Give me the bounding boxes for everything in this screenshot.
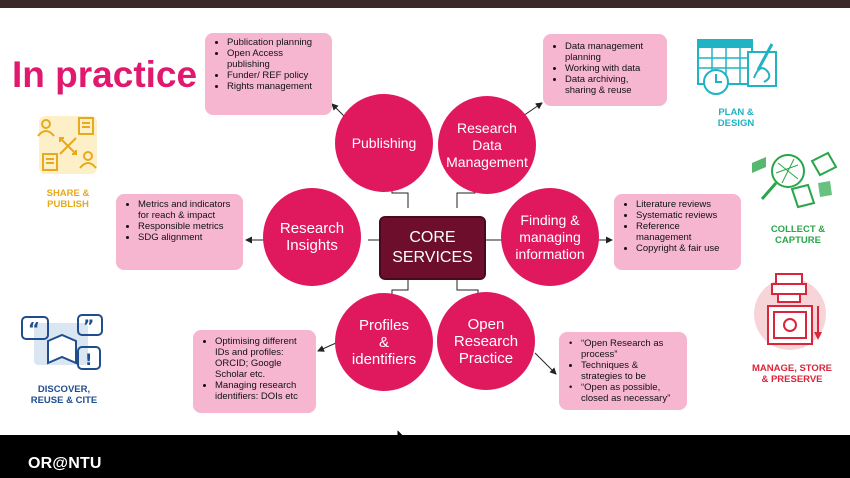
core-services: CORE SERVICES: [379, 216, 486, 280]
rdm-label-line3: Management: [446, 153, 528, 170]
profiles-label-line2: &: [378, 333, 389, 351]
list-item: Publication planning: [227, 37, 326, 48]
list-item: Techniques & strategies to be: [581, 360, 681, 382]
open-label-line1: Open: [467, 315, 505, 333]
svg-text:!: !: [85, 350, 92, 369]
core-label-line1: CORE: [409, 229, 456, 246]
insights-label-line1: Research: [279, 220, 345, 237]
rdm-label-line1: Research: [457, 119, 517, 136]
list-item: Literature reviews: [636, 199, 735, 210]
finding-details: Literature reviews Systematic reviews Re…: [614, 194, 741, 270]
list-item: Metrics and indicators for reach & impac…: [138, 199, 237, 221]
list-item: Systematic reviews: [636, 210, 735, 221]
manage-label-line1: MANAGE, STORE: [751, 363, 833, 374]
discover-label-line2: REUSE & CITE: [30, 395, 98, 406]
core-label-line2: SERVICES: [392, 249, 473, 266]
open-label-line3: Practice: [458, 349, 514, 367]
footer-logo: OR@NTU: [28, 455, 102, 472]
collect-capture-label: COLLECT & CAPTURE: [760, 224, 836, 246]
service-finding-managing-information: Finding & managing information: [501, 188, 599, 286]
slide: In practice Publishing R: [0, 8, 850, 435]
discover-reuse-cite-icon: “ ” !: [20, 313, 106, 373]
list-item: Data archiving, sharing & reuse: [565, 74, 661, 96]
insights-label-line2: Insights: [286, 237, 338, 254]
open-research-details: “Open Research as process” Techniques & …: [559, 332, 687, 410]
list-item: Managing research identifiers: DOIs etc: [215, 380, 310, 402]
list-item: Reference management: [636, 221, 735, 243]
service-research-data-management: Research Data Management: [438, 96, 536, 194]
list-item: Responsible metrics: [138, 221, 237, 232]
service-publishing-label: Publishing: [351, 134, 417, 151]
finding-label-line1: Finding &: [520, 211, 580, 228]
profiles-details: Optimising different IDs and profiles: O…: [193, 330, 316, 413]
svg-text:”: ”: [83, 317, 94, 337]
profiles-label-line1: Profiles: [358, 316, 409, 334]
finding-label-line2: managing: [519, 228, 581, 245]
list-item: “Open as possible, closed as necessary”: [569, 382, 681, 404]
service-research-insights: Research Insights: [263, 188, 361, 286]
plan-label-line2: DESIGN: [717, 118, 755, 129]
publishing-details: Publication planning Open Access publish…: [205, 33, 332, 115]
list-item: Optimising different IDs and profiles: O…: [215, 336, 310, 380]
share-label-line2: PUBLISH: [47, 199, 89, 210]
finding-label-line3: information: [515, 245, 585, 262]
manage-store-preserve-icon: [752, 266, 828, 352]
list-item: Data management planning: [565, 41, 661, 63]
manage-store-preserve-label: MANAGE, STORE & PRESERVE: [744, 363, 840, 385]
share-label-line1: SHARE &: [46, 188, 90, 199]
rdm-details: Data management planning Working with da…: [543, 34, 667, 106]
list-item: Rights management: [227, 81, 326, 92]
collect-label-line1: COLLECT &: [770, 224, 826, 235]
list-item: Working with data: [565, 63, 661, 74]
discover-label-line1: DISCOVER,: [37, 384, 91, 395]
plan-design-icon: [694, 34, 790, 100]
window-top-bar: [0, 0, 850, 8]
plan-design-label: PLAN & DESIGN: [708, 107, 764, 129]
service-publishing: Publishing: [335, 94, 433, 192]
list-item: SDG alignment: [138, 232, 237, 243]
rdm-label-line2: Data: [472, 136, 502, 153]
service-profiles-identifiers: Profiles & identifiers: [335, 293, 433, 391]
insights-details: Metrics and indicators for reach & impac…: [116, 194, 243, 270]
share-publish-label: SHARE & PUBLISH: [40, 188, 96, 210]
collect-capture-icon: [748, 143, 840, 213]
collect-label-line2: CAPTURE: [775, 235, 821, 246]
mouse-cursor-icon: [396, 428, 404, 435]
discover-reuse-cite-label: DISCOVER, REUSE & CITE: [22, 384, 106, 406]
list-item: Copyright & fair use: [636, 243, 735, 254]
manage-label-line2: & PRESERVE: [761, 374, 823, 385]
list-item: Open Access publishing: [227, 48, 326, 70]
service-open-research-practice: Open Research Practice: [437, 292, 535, 390]
list-item: Funder/ REF policy: [227, 70, 326, 81]
svg-text:“: “: [28, 319, 40, 340]
footer-bar: OR@NTU: [0, 435, 850, 478]
open-label-line2: Research: [453, 332, 519, 350]
share-publish-icon: [33, 114, 103, 176]
page-title: In practice: [12, 54, 198, 95]
list-item: “Open Research as process”: [569, 338, 681, 360]
profiles-label-line3: identifiers: [351, 350, 417, 368]
plan-label-line1: PLAN &: [718, 107, 754, 118]
